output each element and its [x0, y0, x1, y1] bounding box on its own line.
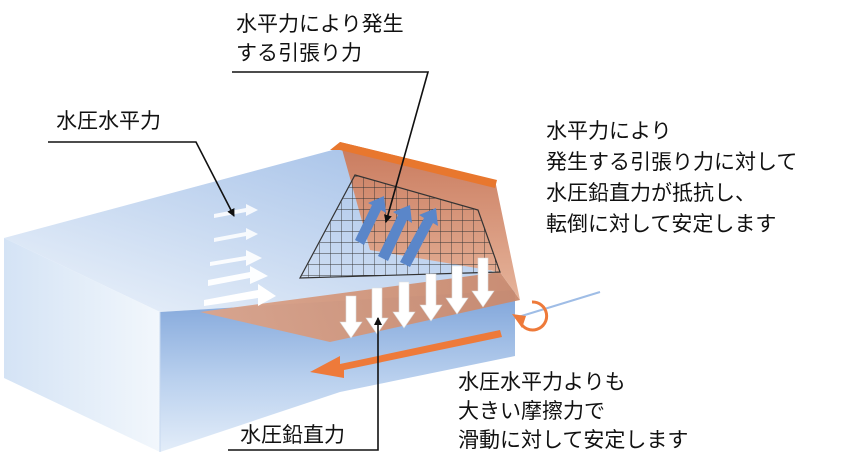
down-arrow-icon [445, 265, 469, 315]
leader-horizontal [48, 141, 235, 217]
friction-arrow [310, 330, 502, 378]
label-hydrostatic-vertical: 水圧鉛直力 [240, 421, 345, 450]
friction-arrow-icon [310, 330, 502, 378]
diagonal-arrow-icon [355, 196, 386, 245]
label-overturning-line-2: 発生する引張り力に対して [546, 150, 798, 174]
leader-vertical [228, 317, 382, 451]
label-tension-line-1: 水平力により発生 [236, 12, 404, 36]
right-arrow-icon [214, 228, 258, 242]
label-sliding-line-3: 滑動に対して安定します [458, 428, 689, 452]
overturning-arrow [512, 300, 549, 332]
label-overturning-note: 水平力により 発生する引張り力に対して 水圧鉛直力が抵抗し、 転倒に対して安定し… [546, 116, 797, 240]
structure-top-edge [340, 142, 497, 188]
label-hydrostatic-vertical-text: 水圧鉛直力 [240, 423, 345, 447]
leader-tension [232, 71, 430, 223]
label-sliding-line-1: 水圧水平力よりも [458, 370, 626, 394]
label-hydrostatic-horizontal-text: 水圧水平力 [56, 109, 161, 133]
structure-floor [200, 272, 520, 342]
right-arrow-icon [204, 284, 276, 306]
structure-top-face [330, 142, 340, 150]
label-tension-line-2: する引張り力 [236, 41, 362, 65]
right-arrow-icon [214, 204, 258, 218]
ground-line [514, 291, 601, 319]
diagonal-arrow-icon [378, 205, 412, 261]
curved-arrow-icon [518, 300, 549, 332]
label-overturning-line-1: 水平力により [546, 119, 672, 143]
horizontal-pressure-arrows [204, 204, 276, 306]
leader-lines [48, 71, 430, 451]
diagonal-arrow-icon [400, 208, 438, 267]
down-arrow-icon [339, 295, 363, 339]
down-arrow-icon [471, 257, 495, 308]
curved-arrow-head [512, 314, 526, 328]
label-sliding-line-2: 大きい摩擦力で [458, 399, 605, 423]
vertical-pressure-arrows [339, 257, 495, 339]
down-arrow-icon [365, 287, 389, 335]
label-tension-force: 水平力により発生 する引張り力 [236, 10, 404, 68]
down-arrow-icon [392, 281, 416, 329]
down-arrow-icon [419, 273, 443, 322]
water-left-face [4, 238, 160, 452]
right-arrow-icon [208, 266, 268, 286]
right-arrow-icon [210, 250, 262, 266]
label-overturning-line-4: 転倒に対して安定します [546, 212, 777, 236]
tension-arrows [355, 196, 438, 267]
label-overturning-line-3: 水圧鉛直力が抵抗し、 [546, 181, 756, 205]
label-sliding-note: 水圧水平力よりも 大きい摩擦力で 滑動に対して安定します [458, 368, 688, 455]
label-hydrostatic-horizontal: 水圧水平力 [56, 107, 161, 136]
